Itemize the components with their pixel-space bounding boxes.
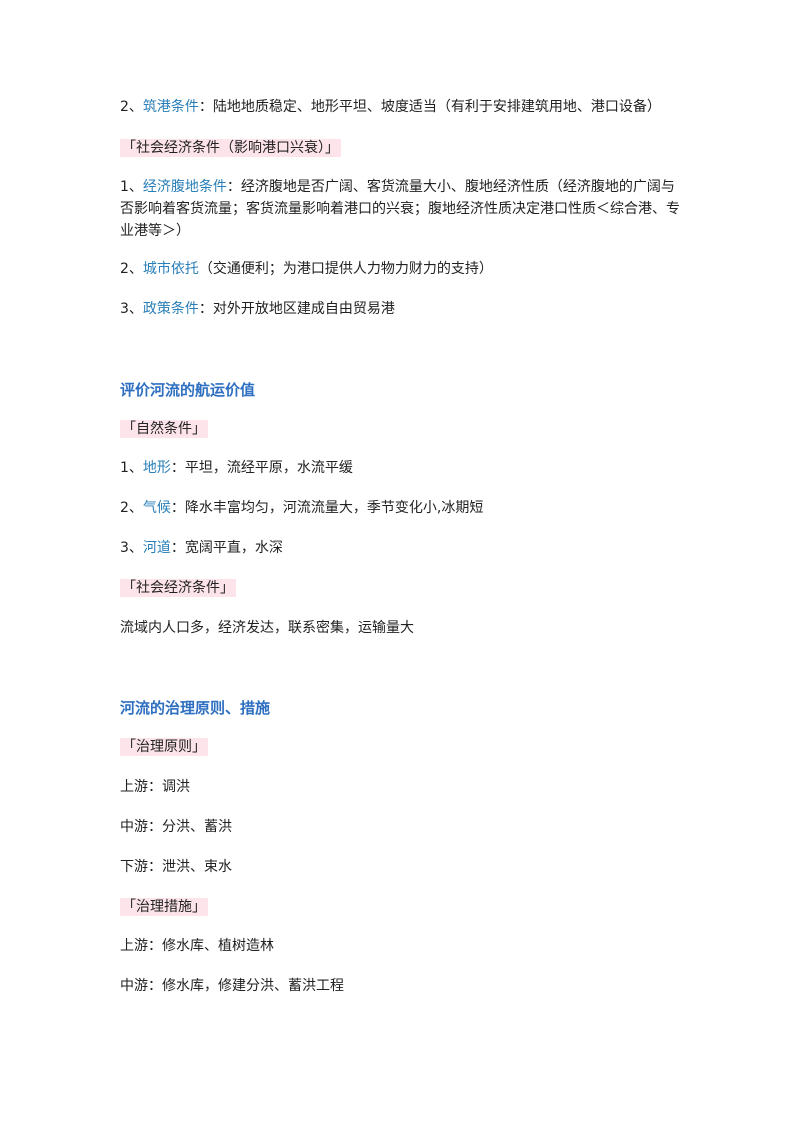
principle-downstream: 下游：泄洪、束水 [120,859,232,875]
heading-shipping-value: 评价河流的航运价值 [120,381,256,399]
item-text: ：降水丰富均匀，河流流量大，季节变化小,冰期短 [170,500,484,516]
principle-upstream: 上游：调洪 [120,779,190,795]
item-text: ：平坦，流经平原，水流平缓 [170,460,353,476]
principle-midstream: 中游：分洪、蓄洪 [120,819,232,835]
heading-governance: 河流的治理原则、措施 [120,699,271,717]
section-tag-social-economic: 「社会经济条件（影响港口兴衰）」 [120,137,341,159]
city-support: 2、城市依托（交通便利；为港口提供人力物力财力的支持） [120,258,493,280]
terrain-item: 1、地形：平坦，流经平原，水流平缓 [120,457,353,479]
item-number: 3、 [120,540,143,556]
climate-item: 2、气候：降水丰富均匀，河流流量大，季节变化小,冰期短 [120,497,483,519]
item-text: ：宽阔平直，水深 [170,540,283,556]
item-text: ：对外开放地区建成自由贸易港 [198,301,395,317]
item-keyword: 政策条件 [142,301,199,317]
item-number: 2、 [120,500,143,516]
social-economic-text: 流域内人口多，经济发达，联系密集，运输量大 [120,620,414,636]
section-tag-natural: 「自然条件」 [120,418,208,440]
item-keyword: 气候 [142,500,171,516]
measure-midstream: 中游：修水库，修建分洪、蓄洪工程 [120,978,344,994]
channel-item: 3、河道：宽阔平直，水深 [120,537,283,559]
port-building-condition: 2、筑港条件：陆地地质稳定、地形平坦、坡度适当（有利于安排建筑用地、港口设备） [120,96,661,118]
item-number: 2、 [120,99,143,115]
tag-label: 「社会经济条件」 [120,579,236,597]
tag-label: 「社会经济条件（影响港口兴衰）」 [120,139,341,157]
item-text: （交通便利；为港口提供人力物力财力的支持） [198,261,493,277]
item-number: 1、 [120,460,143,476]
section-tag-social-economic-2: 「社会经济条件」 [120,577,236,599]
item-text: ：经济腹地是否广阔、客货流量大小、腹地经济性质（经济腹地的广阔与否影响着客货流量… [120,179,680,239]
section-tag-measures: 「治理措施」 [120,896,208,918]
section-tag-principle: 「治理原则」 [120,736,208,758]
item-keyword: 地形 [142,460,171,476]
measure-upstream: 上游：修水库、植树造林 [120,938,274,954]
item-keyword: 筑港条件 [142,99,199,115]
item-number: 3、 [120,301,143,317]
item-number: 2、 [120,261,143,277]
policy-condition: 3、政策条件：对外开放地区建成自由贸易港 [120,298,395,320]
item-keyword: 经济腹地条件 [142,179,227,195]
hinterland-condition: 1、经济腹地条件：经济腹地是否广阔、客货流量大小、腹地经济性质（经济腹地的广阔与… [120,176,680,242]
item-keyword: 城市依托 [142,261,199,277]
tag-label: 「自然条件」 [120,420,208,438]
tag-label: 「治理原则」 [120,738,208,756]
item-text: ：陆地地质稳定、地形平坦、坡度适当（有利于安排建筑用地、港口设备） [198,99,661,115]
item-keyword: 河道 [142,540,171,556]
item-number: 1、 [120,179,143,195]
tag-label: 「治理措施」 [120,898,208,916]
